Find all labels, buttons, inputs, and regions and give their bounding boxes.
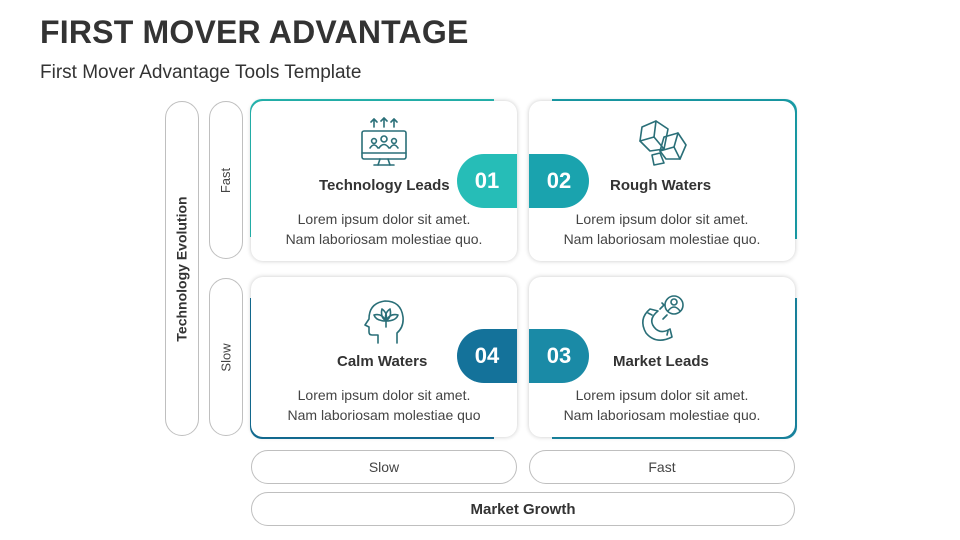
- y-axis-title-pill: Technology Evolution: [165, 101, 199, 436]
- monitor-team-icon: [361, 117, 407, 166]
- description-line-1: Lorem ipsum dolor sit amet.: [575, 387, 749, 403]
- y-axis-fast-label: Fast: [218, 167, 234, 193]
- x-axis-fast-pill: Fast: [529, 450, 795, 484]
- quadrant-description: Lorem ipsum dolor sit amet. Nam laborios…: [529, 209, 795, 249]
- y-axis-slow-pill: Slow: [209, 278, 243, 436]
- x-axis-slow-label: Slow: [368, 459, 400, 475]
- accent-top-right: [552, 99, 797, 239]
- quadrant-label: Market Leads: [613, 353, 709, 370]
- quadrant-description: Lorem ipsum dolor sit amet. Nam laborios…: [529, 385, 795, 425]
- description-line-1: Lorem ipsum dolor sit amet.: [297, 387, 471, 403]
- y-axis-title: Technology Evolution: [174, 195, 190, 342]
- rocks-icon: [639, 120, 687, 166]
- description-line-2: Nam laboriosam molestiae quo.: [563, 407, 761, 423]
- x-axis-slow-pill: Slow: [251, 450, 517, 484]
- number-badge-02: 02: [529, 154, 589, 208]
- quadrant-description: Lorem ipsum dolor sit amet. Nam laborios…: [251, 209, 517, 249]
- x-axis-title: Market Growth: [470, 500, 576, 518]
- description-line-2: Nam laboriosam molestiae quo: [287, 407, 481, 423]
- y-axis-fast-pill: Fast: [209, 101, 243, 259]
- number-badge-01: 01: [457, 154, 517, 208]
- number-badge-03: 03: [529, 329, 589, 383]
- quadrant-label: Calm Waters: [337, 353, 428, 370]
- quadrant-label: Rough Waters: [610, 177, 712, 194]
- description-line-1: Lorem ipsum dolor sit amet.: [297, 211, 471, 227]
- number-badge-04: 04: [457, 329, 517, 383]
- magnet-user-icon: [642, 295, 684, 341]
- accent-bottom-right: [552, 298, 797, 439]
- page-subtitle: First Mover Advantage Tools Template: [40, 62, 362, 83]
- description-line-2: Nam laboriosam molestiae quo.: [285, 231, 483, 247]
- description-line-2: Nam laboriosam molestiae quo.: [563, 231, 761, 247]
- page-title: FIRST MOVER ADVANTAGE: [40, 14, 469, 50]
- description-line-1: Lorem ipsum dolor sit amet.: [575, 211, 749, 227]
- head-lotus-icon: [364, 300, 404, 344]
- quadrant-description: Lorem ipsum dolor sit amet. Nam laborios…: [251, 385, 517, 425]
- x-axis-fast-label: Fast: [648, 459, 676, 475]
- quadrant-label: Technology Leads: [319, 177, 450, 194]
- y-axis-slow-label: Slow: [218, 342, 234, 372]
- x-axis-title-pill: Market Growth: [251, 492, 795, 526]
